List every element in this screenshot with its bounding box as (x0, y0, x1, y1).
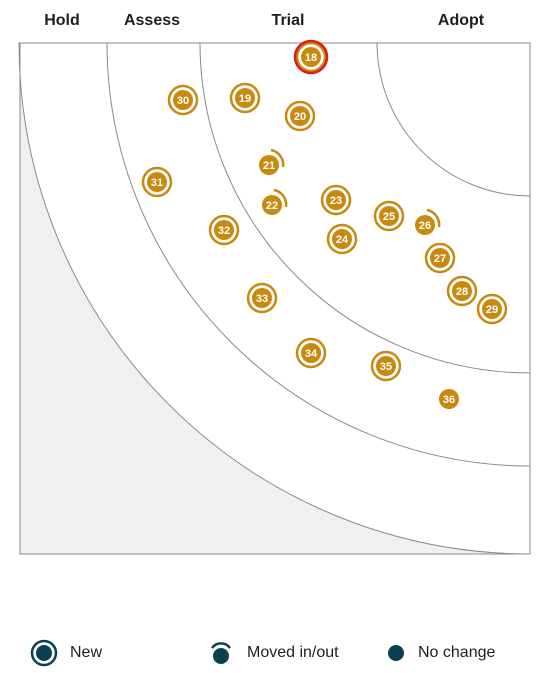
legend-label-no-change: No change (418, 644, 496, 661)
blip-label: 22 (266, 200, 278, 212)
new-ring-icon (30, 639, 58, 667)
blip-32[interactable]: 32 (208, 214, 240, 246)
blip-label: 33 (256, 293, 268, 305)
legend-item-new: New (30, 639, 103, 667)
radar-blips: 18 19 20 21 22 23 24 25 26 27 28 29 30 31 32 33 34 35 36 (141, 39, 508, 409)
blip-34[interactable]: 34 (295, 337, 327, 369)
blip-25[interactable]: 25 (373, 200, 405, 232)
blip-24[interactable]: 24 (326, 223, 358, 255)
blip-label: 29 (486, 304, 498, 316)
blip-label: 23 (330, 195, 342, 207)
blip-23[interactable]: 23 (320, 184, 352, 216)
blip-21[interactable]: 21 (259, 148, 285, 175)
legend-label-new: New (70, 644, 103, 661)
blip-label: 35 (380, 361, 392, 373)
blip-28[interactable]: 28 (446, 275, 478, 307)
blip-18[interactable]: 18 (293, 39, 329, 75)
blip-label: 27 (434, 253, 446, 265)
blip-27[interactable]: 27 (424, 242, 456, 274)
blip-19[interactable]: 19 (229, 82, 261, 114)
ring-label-hold: Hold (44, 12, 80, 29)
radar-frame (19, 42, 531, 555)
blip-label: 28 (456, 286, 468, 298)
ring-adopt (376, 42, 531, 197)
ring-label-adopt: Adopt (437, 12, 485, 29)
blip-29[interactable]: 29 (476, 293, 508, 325)
blip-20[interactable]: 20 (284, 100, 316, 132)
blip-label: 32 (218, 225, 230, 237)
legend-label-moved: Moved in/out (247, 644, 339, 661)
blip-label: 31 (151, 177, 163, 189)
blip-label: 26 (419, 220, 431, 232)
blip-22[interactable]: 22 (262, 188, 288, 215)
ring-label-assess: Assess (123, 12, 181, 29)
filled-dot-icon (388, 645, 404, 661)
blip-31[interactable]: 31 (141, 166, 173, 198)
moved-arc-icon (210, 642, 232, 664)
blip-label: 34 (305, 348, 318, 360)
blip-label: 21 (263, 160, 275, 172)
blip-label: 24 (336, 234, 349, 246)
legend-item-no-change: No change (386, 640, 495, 666)
ring-label-trial: Trial (271, 12, 305, 29)
highlight-ring (293, 39, 329, 75)
blip-26[interactable]: 26 (415, 208, 441, 235)
blip-label: 36 (443, 394, 455, 406)
blip-label: 18 (305, 52, 317, 64)
blip-label: 30 (177, 95, 189, 107)
legend-item-moved: Moved in/out (207, 640, 339, 666)
radar-background (18, 42, 531, 555)
blip-label: 19 (239, 93, 251, 105)
blip-35[interactable]: 35 (370, 350, 402, 382)
blip-label: 25 (383, 211, 395, 223)
blip-30[interactable]: 30 (167, 84, 199, 116)
blip-36[interactable]: 36 (439, 389, 459, 409)
blip-33[interactable]: 33 (246, 282, 278, 314)
blip-label: 20 (294, 111, 306, 123)
